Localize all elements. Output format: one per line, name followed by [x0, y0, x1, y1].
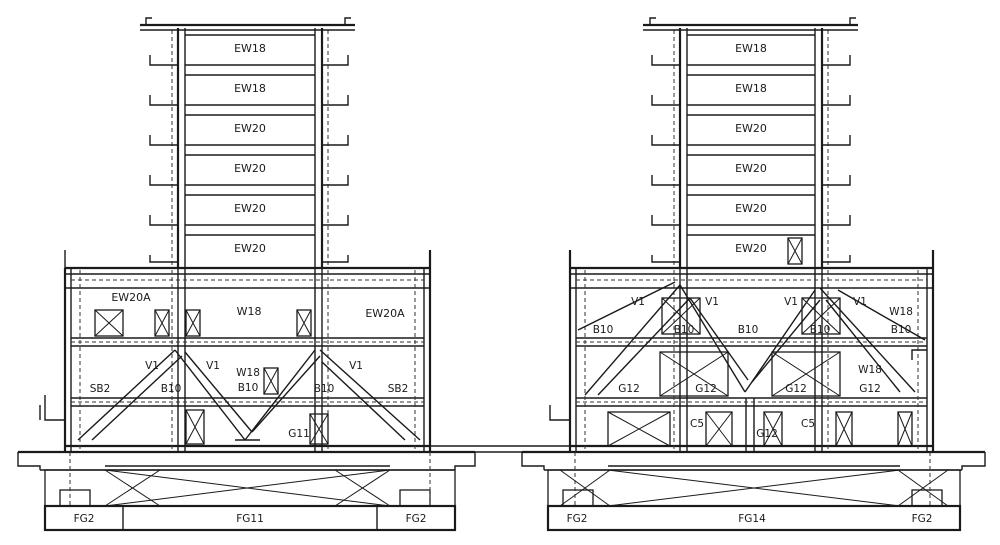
- right-foundation-label: FG2: [567, 513, 588, 525]
- left-ground-labels: G11: [288, 428, 310, 440]
- left-foundation-label: FG11: [236, 513, 264, 525]
- connection-walkway: [430, 445, 570, 453]
- right-upper-label: B10: [674, 324, 695, 336]
- right-upper-label: B10: [738, 324, 759, 336]
- right-upper-label: B10: [891, 324, 912, 336]
- left-podium-frame: [39, 250, 432, 452]
- right-foundation-label: FG14: [738, 513, 766, 525]
- left-upper-labels: EW20A W18 EW20A: [111, 291, 405, 320]
- left-upper-label: EW20A: [111, 291, 151, 304]
- left-lower-label: B10: [238, 382, 259, 394]
- right-tower-label: EW20: [735, 202, 767, 215]
- left-tower-label: EW18: [234, 42, 266, 55]
- left-lower-label: V1: [145, 360, 159, 372]
- left-foundation: [17, 450, 476, 532]
- left-lower-label: SB2: [90, 383, 111, 395]
- right-ground-labels: C5 C5 G12: [690, 418, 815, 440]
- right-tower-label: EW20: [735, 242, 767, 255]
- right-foundation: [521, 450, 986, 532]
- right-upper-label: B10: [810, 324, 831, 336]
- right-tower-label: EW18: [735, 42, 767, 55]
- left-tower-label: EW20: [234, 122, 266, 135]
- left-lower-label: W18: [236, 367, 260, 379]
- left-foundation-label: FG2: [74, 513, 95, 525]
- right-foundation-labels: FG2 FG14 FG2: [567, 513, 933, 525]
- right-upper-label: V1: [631, 296, 645, 308]
- left-lower-label: V1: [349, 360, 363, 372]
- right-ground-label: C5: [690, 418, 704, 430]
- right-podium-frame: [549, 250, 935, 452]
- right-upper-label: V1: [784, 296, 798, 308]
- right-tower-labels: EW18 EW18 EW20 EW20 EW20 EW20: [735, 42, 767, 255]
- left-upper-label: EW20A: [365, 307, 405, 320]
- right-tower-label: EW20: [735, 122, 767, 135]
- right-lower-label: G12: [695, 383, 717, 395]
- right-upper-label: V1: [853, 296, 867, 308]
- left-lower-label: B10: [161, 383, 182, 395]
- right-ground-label: G12: [756, 428, 778, 440]
- left-tower-label: EW18: [234, 82, 266, 95]
- right-tower-label: EW18: [735, 82, 767, 95]
- right-tower-label: EW20: [735, 162, 767, 175]
- right-upper-label: B10: [593, 324, 614, 336]
- left-tower-labels: EW18 EW18 EW20 EW20 EW20 EW20: [234, 42, 266, 255]
- right-upper-label: W18: [889, 306, 913, 318]
- left-building: [17, 17, 476, 532]
- left-upper-label: W18: [237, 305, 262, 318]
- right-building: [521, 17, 986, 532]
- right-lower-label: W18: [858, 364, 882, 376]
- right-lower-labels: G12 G12 G12 W18 G12: [618, 364, 882, 395]
- left-tower-frame: [140, 17, 355, 268]
- right-openings: [607, 297, 913, 447]
- left-tower-label: EW20: [234, 242, 266, 255]
- right-upper-labels: V1 V1 V1 V1 W18 B10 B10 B10 B10 B10: [593, 296, 913, 336]
- left-openings: [94, 309, 329, 445]
- right-lower-label: G12: [785, 383, 807, 395]
- right-tower-frame: [643, 17, 858, 268]
- left-foundation-label: FG2: [406, 513, 427, 525]
- left-lower-label: B10: [314, 383, 335, 395]
- left-tower-label: EW20: [234, 162, 266, 175]
- left-lower-label: SB2: [388, 383, 409, 395]
- right-ground-label: C5: [801, 418, 815, 430]
- left-lower-label: V1: [206, 360, 220, 372]
- right-upper-label: V1: [705, 296, 719, 308]
- left-foundation-labels: FG2 FG11 FG2: [74, 513, 427, 525]
- right-foundation-label: FG2: [912, 513, 933, 525]
- right-lower-label: G12: [618, 383, 640, 395]
- left-ground-label: G11: [288, 428, 310, 440]
- left-tower-label: EW20: [234, 202, 266, 215]
- left-lower-labels: V1 V1 V1 SB2 B10 W18 B10 B10 SB2: [90, 360, 409, 395]
- left-braces: [77, 349, 421, 441]
- right-lower-label: G12: [859, 383, 881, 395]
